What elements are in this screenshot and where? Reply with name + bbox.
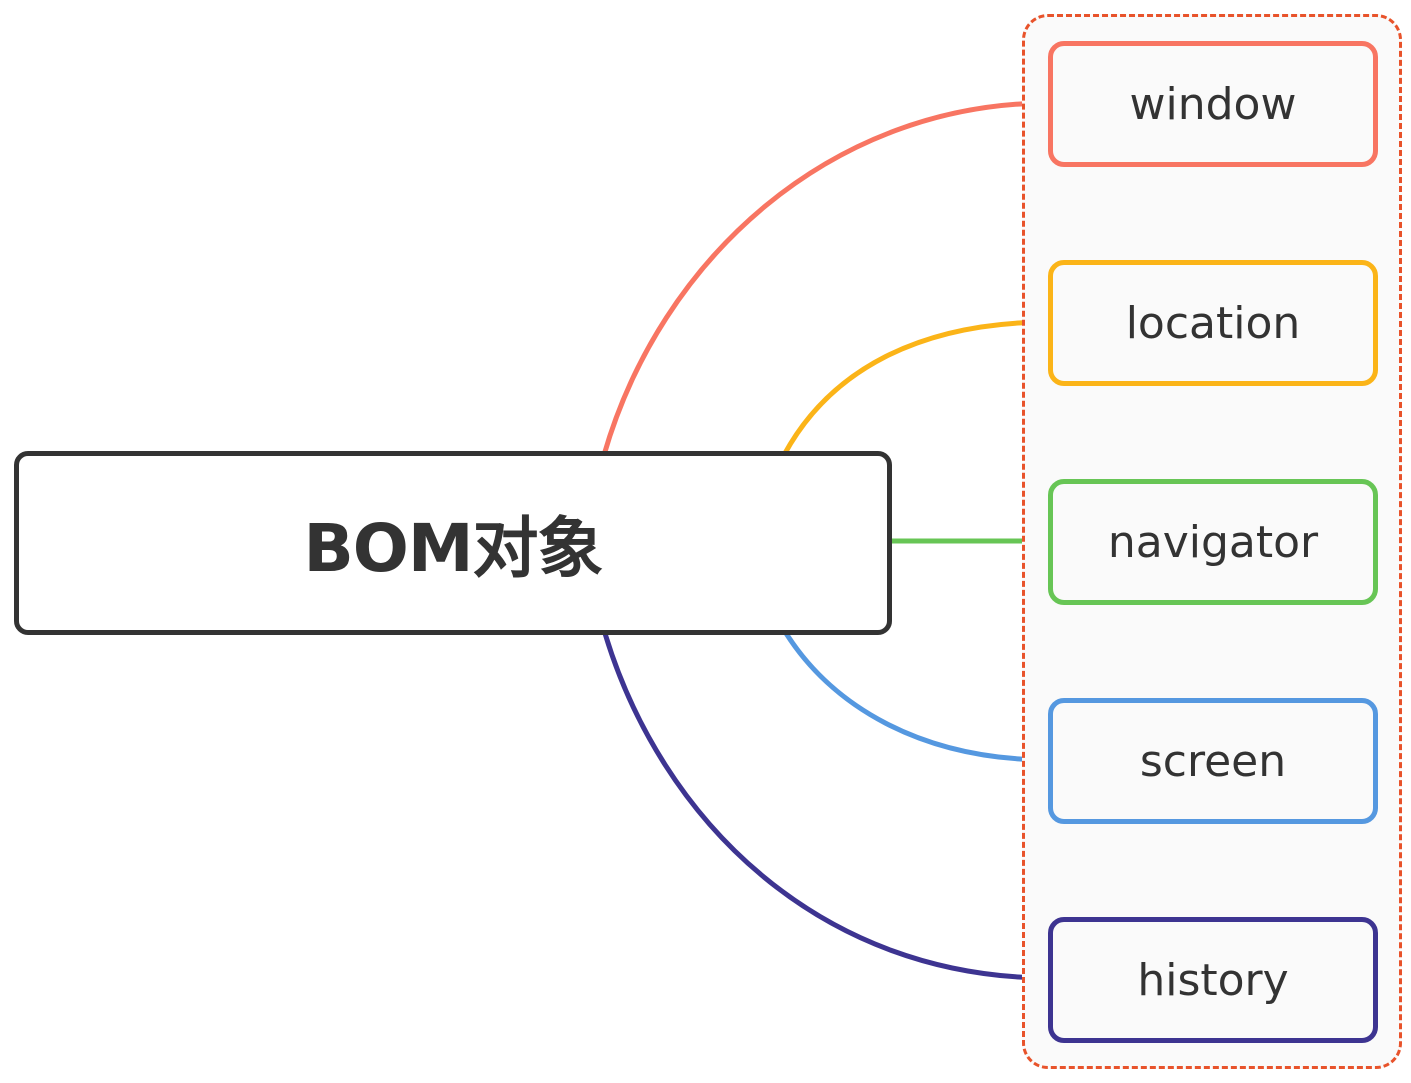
child-node-location[interactable]: location bbox=[1048, 260, 1378, 386]
child-node-history[interactable]: history bbox=[1048, 917, 1378, 1043]
child-node-window[interactable]: window bbox=[1048, 41, 1378, 167]
connector-history bbox=[601, 627, 1053, 981]
child-label-location: location bbox=[1125, 297, 1301, 349]
connector-window bbox=[601, 100, 1053, 458]
root-node[interactable]: BOM对象 bbox=[14, 451, 892, 635]
root-label: BOM对象 bbox=[303, 510, 603, 587]
child-node-navigator[interactable]: navigator bbox=[1048, 479, 1378, 605]
child-label-navigator: navigator bbox=[1107, 516, 1319, 568]
child-label-screen: screen bbox=[1139, 735, 1287, 787]
connector-screen bbox=[781, 627, 1053, 763]
child-label-history: history bbox=[1137, 954, 1289, 1006]
child-node-screen[interactable]: screen bbox=[1048, 698, 1378, 824]
child-label-window: window bbox=[1129, 78, 1297, 130]
connector-group bbox=[601, 100, 1053, 981]
connector-location bbox=[781, 319, 1053, 458]
